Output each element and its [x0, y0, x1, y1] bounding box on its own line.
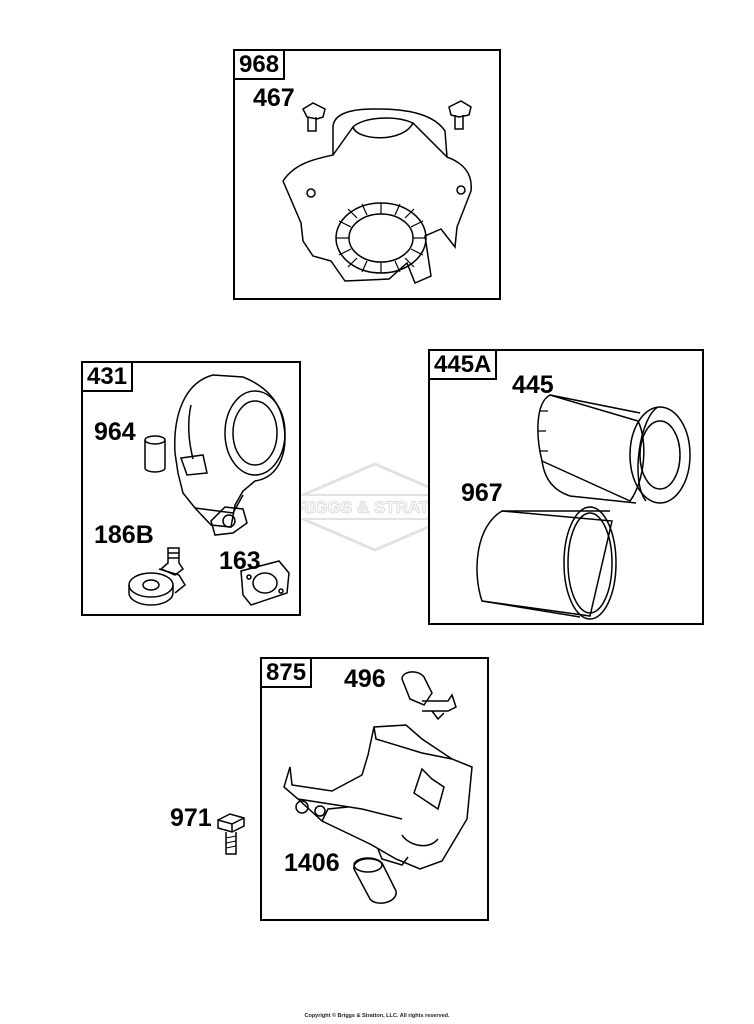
part-number-445: 445: [512, 371, 554, 399]
part-number-163: 163: [219, 547, 261, 575]
part-number-496: 496: [344, 665, 386, 693]
copyright-notice: Copyright © Briggs & Stratton, LLC. All …: [304, 1013, 450, 1019]
part-number-186b: 186B: [94, 521, 154, 549]
part-number-964: 964: [94, 418, 136, 446]
part-number-971: 971: [170, 804, 212, 832]
frame-tag-875: 875: [262, 659, 313, 688]
frame-tag-431: 431: [83, 363, 134, 392]
frame-tag-968: 968: [235, 51, 286, 80]
frame-tag-445a: 445A: [430, 351, 498, 380]
part-number-467: 467: [253, 84, 295, 112]
part-number-967: 967: [461, 479, 503, 507]
air-cleaner-base-drawing: [83, 363, 303, 618]
bolt-971-drawing: [212, 812, 252, 862]
part-number-1406: 1406: [284, 849, 340, 877]
diagram-frame-968: 968 467: [233, 49, 501, 300]
air-filter-drawing: [430, 351, 706, 627]
diagram-frame-875: 875 496 1406: [260, 657, 489, 921]
diagram-frame-445a: 445A 445 967: [428, 349, 704, 625]
watermark-text: BRIGGS & STRATTON: [285, 498, 465, 517]
blower-housing-drawing: [235, 51, 503, 302]
diagram-frame-431: 431 964 186B 163: [81, 361, 301, 616]
base-housing-drawing: [262, 659, 491, 923]
